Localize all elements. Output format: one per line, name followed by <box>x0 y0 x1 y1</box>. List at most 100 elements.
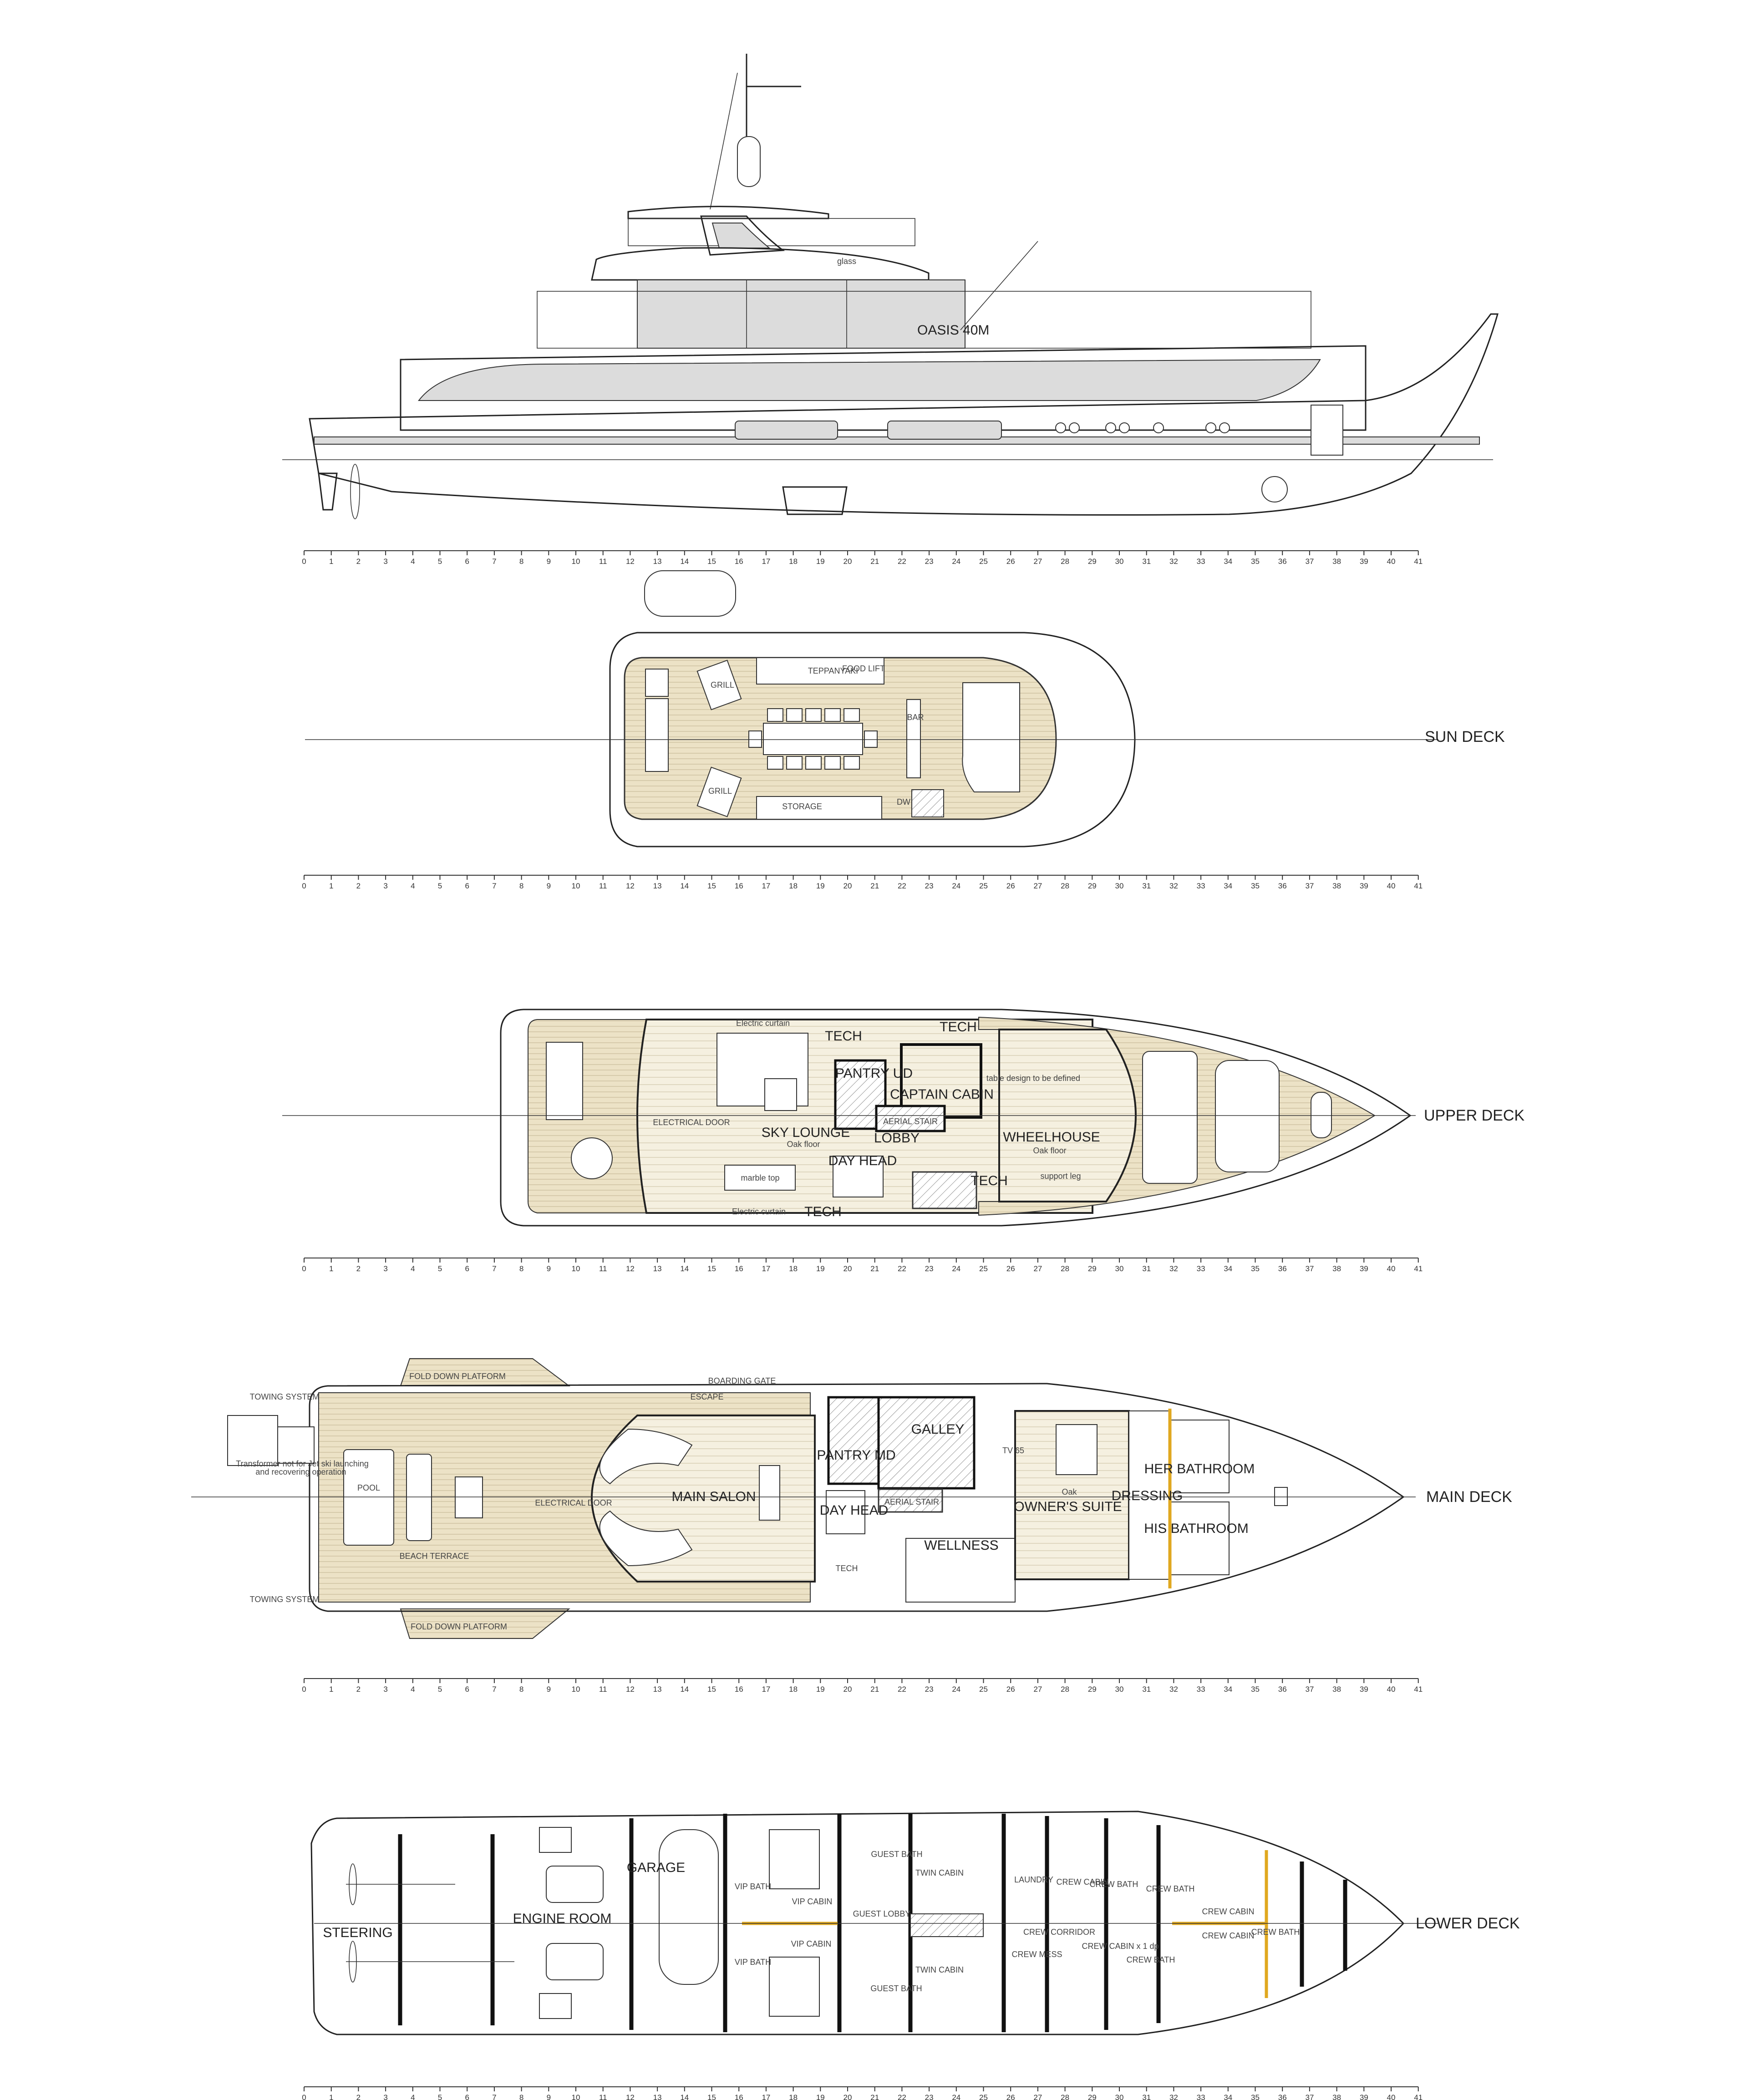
ruler-tick-label: 21 <box>870 2093 879 2100</box>
ruler-tick-label: 5 <box>438 1685 442 1694</box>
vip-cabin-label: VIP CABIN <box>791 1939 832 1948</box>
owners-bed <box>1056 1424 1098 1475</box>
ruler-tick-label: 24 <box>952 882 960 890</box>
ruler-tick-label: 36 <box>1278 557 1287 566</box>
ruler-tick-label: 25 <box>979 1264 988 1273</box>
ruler-tick-label: 19 <box>816 1264 825 1273</box>
guest-bath-label: GUEST BATH <box>871 1850 922 1859</box>
ruler-tick-label: 12 <box>626 2093 635 2100</box>
ruler-tick-label: 9 <box>547 1685 551 1694</box>
ruler-tick-label: 41 <box>1414 882 1423 890</box>
ruler-tick-label: 33 <box>1197 882 1205 890</box>
main-deck-house <box>400 345 1367 431</box>
ruler-tick-label: 6 <box>465 882 469 890</box>
ruler-tick-label: 21 <box>870 1685 879 1694</box>
ruler-tick-label: 11 <box>599 1685 607 1694</box>
profile-view: glass OASIS 40M <box>282 54 1499 519</box>
mast-stay <box>710 72 738 210</box>
ruler-tick-label: 12 <box>626 882 635 890</box>
ruler-tick-label: 41 <box>1414 2093 1423 2100</box>
ruler-tick-label: 22 <box>898 1264 906 1273</box>
bar-island <box>759 1465 780 1521</box>
ruler-tick-label: 11 <box>599 557 607 566</box>
chair <box>844 756 860 770</box>
ruler-tick-label: 0 <box>302 557 306 566</box>
ruler-tick-label: 27 <box>1033 1685 1042 1694</box>
towing-system-label: TOWING SYSTEM <box>250 1392 320 1401</box>
electric-curtain-label: Electric curtain <box>736 1019 790 1028</box>
sun-deck-hull-outline <box>609 632 1136 847</box>
steering-label: STEERING <box>323 1925 392 1940</box>
ruler-tick-label: 21 <box>870 882 879 890</box>
ruler-tick-label: 4 <box>411 1685 415 1694</box>
ruler-tick-label: 7 <box>492 557 496 566</box>
ruler-tick-label: 6 <box>465 557 469 566</box>
ruler-tick-label: 39 <box>1360 1264 1368 1273</box>
bulkheads <box>398 1814 1347 2032</box>
sun-deck-label: SUN DECK <box>1425 728 1505 746</box>
engine-room-label: ENGINE ROOM <box>513 1911 612 1926</box>
ruler-tick-label: 7 <box>492 1264 496 1273</box>
guest-bath-label: GUEST BATH <box>870 1984 922 1993</box>
laundry-label: LAUNDRY <box>1014 1875 1053 1884</box>
tech-label: TECH <box>825 1029 862 1044</box>
chair <box>805 708 822 722</box>
table-note: table design to be defined <box>986 1074 1080 1083</box>
ruler-tick-label: 5 <box>438 882 442 890</box>
ruler-tick-label: 1 <box>329 882 333 890</box>
her-bathroom-label: HER BATHROOM <box>1144 1461 1255 1476</box>
ruler-tick-label: 22 <box>898 2093 906 2100</box>
his-bathroom-label: HIS BATHROOM <box>1144 1521 1248 1536</box>
ruler-tick-label: 22 <box>898 882 906 890</box>
ruler-tick-label: 36 <box>1278 1264 1287 1273</box>
ruler-tick-label: 8 <box>519 2093 523 2100</box>
crew-cabin-label: CREW CABIN <box>1056 1877 1108 1887</box>
crew-bath-label: CREW BATH <box>1146 1884 1195 1893</box>
ruler-tick-label: 3 <box>383 1685 387 1694</box>
sun-deck-hardtop <box>627 206 829 219</box>
ruler-tick-label: 3 <box>383 1264 387 1273</box>
ruler-tick-label: 30 <box>1115 1685 1124 1694</box>
ruler-tick-label: 4 <box>411 1264 415 1273</box>
ruler-tick-label: 36 <box>1278 2093 1287 2100</box>
main-deck-hull-outline <box>309 1383 1405 1612</box>
ruler-tick-label: 18 <box>789 557 798 566</box>
porthole <box>1105 422 1116 433</box>
grill-lounger <box>696 766 742 817</box>
ruler-tick-label: 24 <box>952 557 960 566</box>
ruler-tick-label: 10 <box>572 557 580 566</box>
fold-down-platform-label: FOLD DOWN PLATFORM <box>411 1622 507 1631</box>
galley-label: GALLEY <box>911 1422 965 1437</box>
ruler-tick-label: 24 <box>952 1264 960 1273</box>
ruler-tick-label: 13 <box>653 1264 662 1273</box>
radar-dome <box>737 136 761 187</box>
sun-deck-stair <box>911 789 944 817</box>
sun-deck-rail <box>628 218 915 246</box>
ruler-tick-label: 38 <box>1332 557 1341 566</box>
chair <box>748 730 762 748</box>
aft-table <box>571 1137 613 1179</box>
sunpad <box>962 682 1020 792</box>
ruler-tick-label: 25 <box>979 557 988 566</box>
her-bathroom <box>1169 1420 1230 1493</box>
lower-deck-label: LOWER DECK <box>1416 1915 1520 1932</box>
crew-cabin-label: CREW CABIN <box>1202 1931 1254 1940</box>
marble-top-label: marble top <box>741 1173 779 1182</box>
dining-table <box>724 1165 796 1191</box>
lower-stair <box>912 1171 977 1209</box>
ruler-tick-label: 3 <box>383 2093 387 2100</box>
main-deck-label: MAIN DECK <box>1426 1488 1512 1506</box>
bow-hatch <box>1274 1487 1288 1506</box>
owners-suite-label: OWNER'S SUITE <box>1014 1499 1122 1514</box>
ruler-tick-label: 35 <box>1251 557 1260 566</box>
ruler-tick-label: 27 <box>1033 1264 1042 1273</box>
tech-label: TECH <box>804 1204 842 1219</box>
boarding-steps <box>277 1426 315 1464</box>
glass-label: glass <box>837 257 856 266</box>
electrical-door-label: ELECTRICAL DOOR <box>535 1498 612 1507</box>
pantry-label: PANTRY UD <box>835 1066 913 1081</box>
sky-lounge-floor-note: Oak floor <box>787 1140 820 1149</box>
